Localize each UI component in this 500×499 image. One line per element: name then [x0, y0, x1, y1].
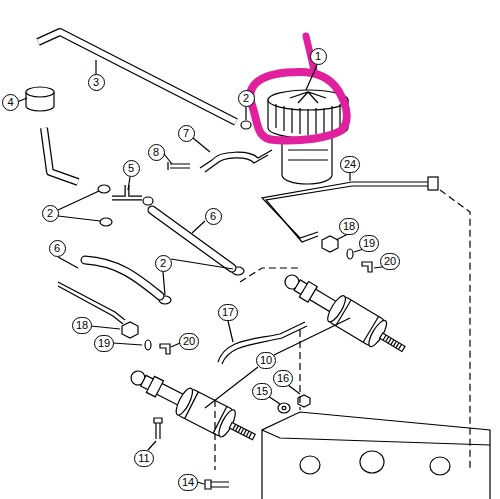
- callout-number: 17: [218, 304, 238, 321]
- callout-number: 19: [94, 335, 114, 352]
- callout-number: 6: [205, 208, 222, 225]
- callout-number: 15: [252, 383, 272, 400]
- callout-number: 20: [179, 333, 199, 350]
- callout-number: 3: [88, 74, 105, 91]
- callout-number: 1: [310, 48, 327, 65]
- callout-number: 2: [42, 205, 59, 222]
- callout-number: 2: [155, 255, 172, 272]
- callout-number: 16: [273, 370, 293, 387]
- callout-number: 20: [380, 253, 400, 270]
- callout-number: 10: [256, 352, 276, 369]
- callout-number: 5: [123, 160, 140, 177]
- callout-number: 14: [178, 474, 198, 491]
- callout-number: 18: [339, 218, 359, 235]
- callout-number: 8: [148, 144, 165, 161]
- callout-number: 6: [49, 240, 66, 257]
- callout-number: 4: [2, 94, 19, 111]
- callout-number: 18: [72, 317, 92, 334]
- callout-number: 11: [134, 450, 153, 467]
- callout-number: 24: [340, 156, 360, 173]
- callout-number: 19: [359, 235, 379, 252]
- callout-number: 7: [178, 125, 195, 142]
- callout-number: 2: [238, 90, 255, 107]
